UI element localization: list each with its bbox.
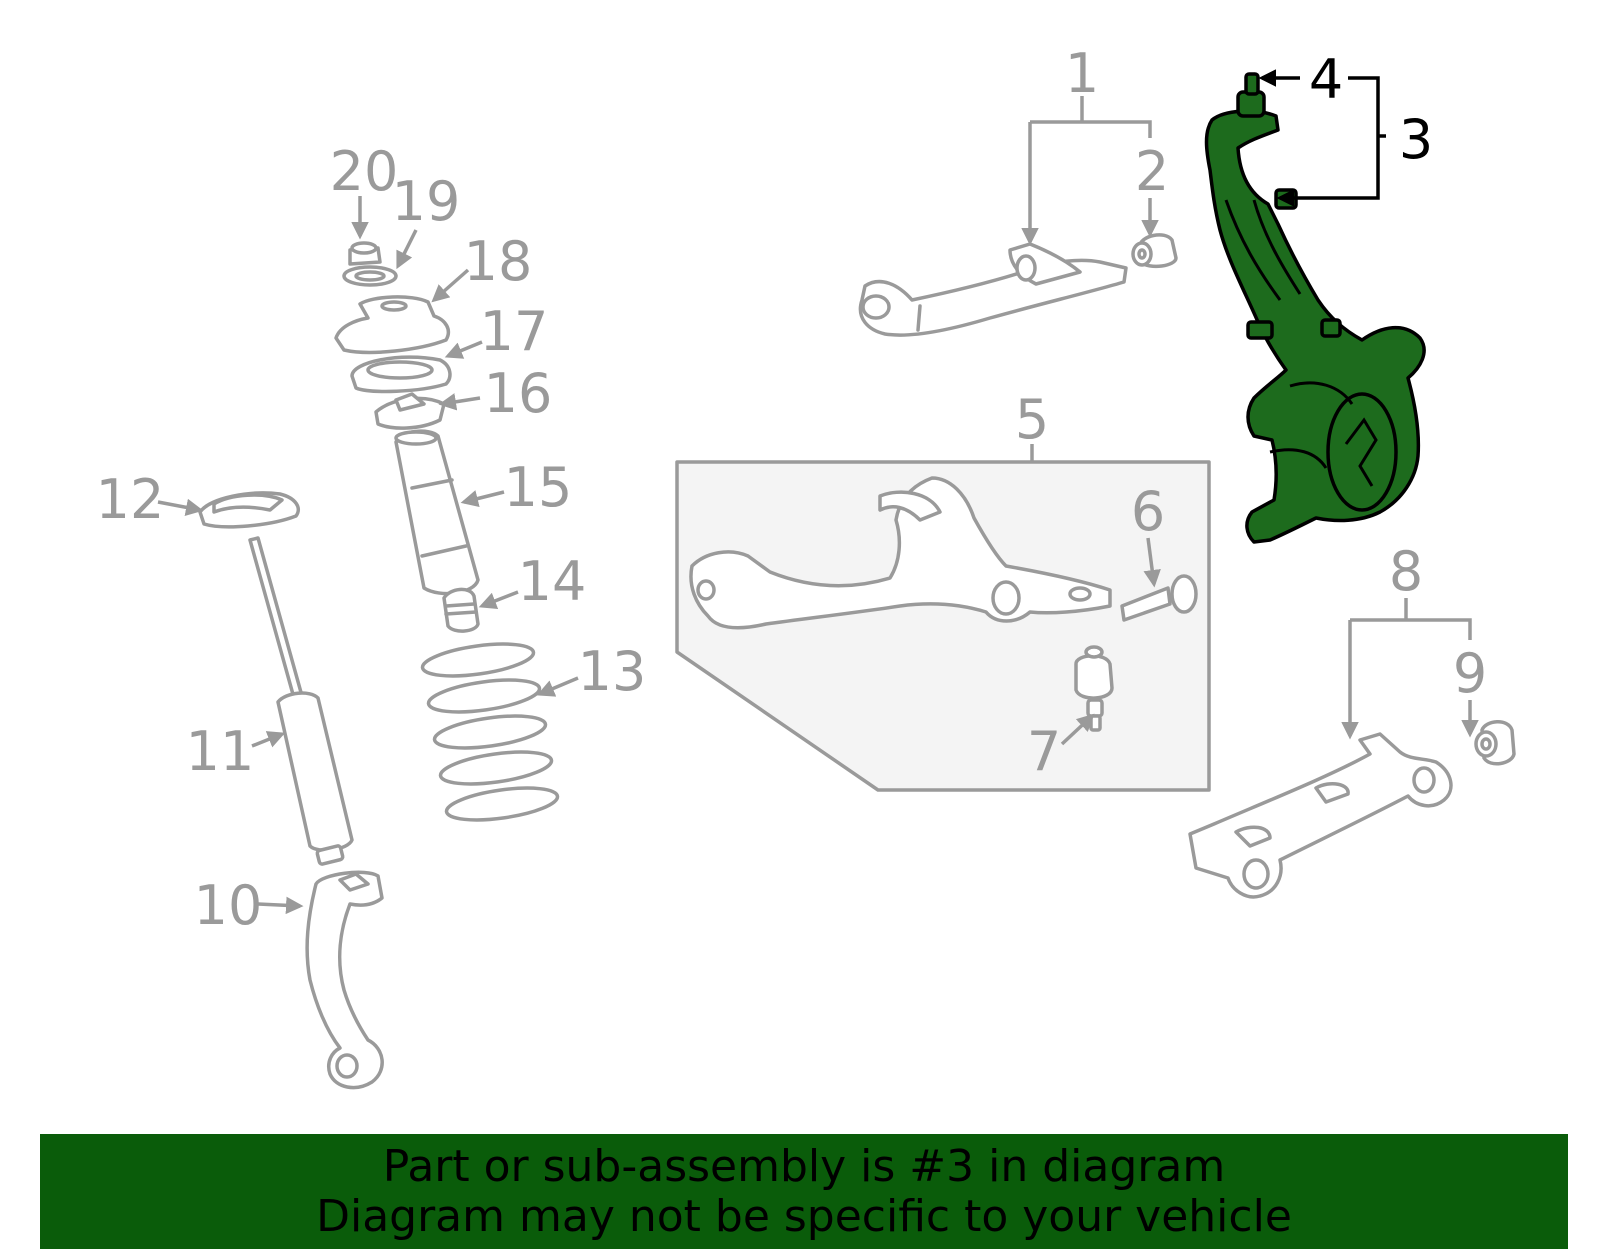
callout-labels: 1 2 3 4 5 6 7 8 9 10 11 12 13 14 15 16 1… bbox=[96, 42, 1488, 937]
callout-1[interactable]: 1 bbox=[1065, 42, 1099, 105]
strut-bearing-part[interactable] bbox=[374, 392, 446, 430]
coil-spring-part[interactable] bbox=[420, 638, 560, 825]
lower-arm-assembly-box bbox=[675, 460, 1211, 792]
callout-17[interactable]: 17 bbox=[480, 300, 549, 363]
spring-insulator-part[interactable] bbox=[350, 355, 452, 394]
callout-11[interactable]: 11 bbox=[186, 720, 255, 783]
lower-arm-bolt-part[interactable] bbox=[1120, 574, 1198, 622]
stabilizer-link-part[interactable] bbox=[305, 870, 384, 1090]
dust-boot-part[interactable] bbox=[394, 429, 480, 596]
callout-20[interactable]: 20 bbox=[330, 140, 399, 203]
lower-control-arm-part[interactable] bbox=[689, 476, 1112, 630]
callout-5[interactable]: 5 bbox=[1015, 388, 1049, 451]
banner-line-disclaimer: Diagram may not be specific to your vehi… bbox=[316, 1190, 1292, 1242]
steering-knuckle-part[interactable] bbox=[1204, 72, 1426, 544]
upper-arm-bushing-part[interactable] bbox=[1131, 233, 1178, 269]
shock-absorber-part[interactable] bbox=[248, 536, 354, 866]
upper-strut-mount-part[interactable] bbox=[334, 295, 451, 355]
strut-nut-part[interactable] bbox=[348, 241, 382, 266]
leader-lines bbox=[157, 69, 1479, 915]
callout-8[interactable]: 8 bbox=[1389, 540, 1423, 603]
callout-15[interactable]: 15 bbox=[504, 456, 573, 519]
strut-washer-part[interactable] bbox=[342, 265, 398, 287]
callout-4[interactable]: 4 bbox=[1309, 48, 1343, 111]
shock-upper-mount-part[interactable] bbox=[198, 491, 301, 529]
trailing-arm-part[interactable] bbox=[1188, 732, 1453, 899]
upper-control-arm-part[interactable] bbox=[858, 242, 1128, 337]
callout-10[interactable]: 10 bbox=[194, 874, 263, 937]
trailing-arm-bushing-part[interactable] bbox=[1474, 720, 1516, 766]
callout-14[interactable]: 14 bbox=[518, 550, 587, 613]
part-info-banner: Part or sub-assembly is #3 in diagram Di… bbox=[40, 1134, 1568, 1249]
callout-18[interactable]: 18 bbox=[464, 230, 533, 293]
callout-19[interactable]: 19 bbox=[392, 170, 461, 233]
callout-16[interactable]: 16 bbox=[484, 362, 553, 425]
banner-line-part: Part or sub-assembly is #3 in diagram bbox=[382, 1140, 1226, 1192]
callout-13[interactable]: 13 bbox=[578, 640, 647, 703]
callout-12[interactable]: 12 bbox=[96, 468, 165, 531]
callout-7[interactable]: 7 bbox=[1027, 720, 1061, 783]
callout-2[interactable]: 2 bbox=[1135, 140, 1169, 203]
callout-3[interactable]: 3 bbox=[1399, 108, 1433, 171]
callout-6[interactable]: 6 bbox=[1131, 480, 1165, 543]
callout-9[interactable]: 9 bbox=[1453, 642, 1487, 705]
bump-stop-part[interactable] bbox=[442, 587, 480, 633]
lower-ball-joint-part[interactable] bbox=[1074, 645, 1114, 732]
